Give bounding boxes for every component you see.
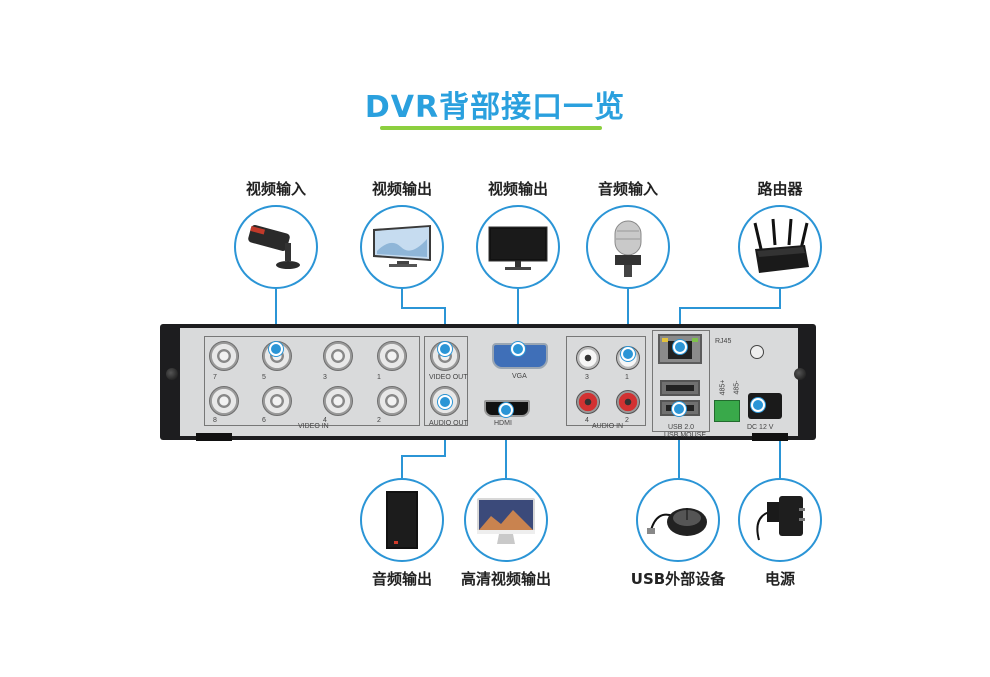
label-audio-out: 音频输出	[371, 570, 433, 588]
dot-video-out	[438, 342, 452, 356]
label-hdmi-out: 高清视频输出	[460, 570, 552, 588]
dot-vga	[511, 342, 525, 356]
usb-text: USB 2.0	[668, 424, 695, 431]
router-icon	[753, 218, 809, 273]
audio-in-text: AUDIO IN	[592, 423, 624, 430]
tv-bubble	[360, 205, 444, 289]
dot-usb	[672, 402, 686, 416]
rca-audio-in-3	[576, 346, 600, 370]
dot-video-in	[269, 342, 283, 356]
video-in-group	[204, 336, 420, 426]
bnc-video-in-6	[262, 386, 292, 416]
mouse-bubble	[636, 478, 720, 562]
label-video-out: 视频输出	[371, 180, 433, 198]
dot-audio-out	[438, 395, 452, 409]
router-bubble	[738, 205, 822, 289]
label-video-in: 视频输入	[245, 180, 307, 198]
screw-right	[794, 368, 806, 380]
monitor-bubble	[476, 205, 560, 289]
bnc-video-in-8	[209, 386, 239, 416]
cctv-camera-icon	[248, 225, 300, 269]
imac-bubble	[464, 478, 548, 562]
dot-dc	[751, 398, 765, 412]
speaker-bubble	[360, 478, 444, 562]
bnc-video-in-2	[377, 386, 407, 416]
audio-ch-4: 4	[585, 417, 589, 424]
ch-label-6: 6	[262, 417, 266, 424]
video-audio-out-group	[424, 336, 468, 426]
audio-ch-2: 2	[625, 417, 629, 424]
ch-label-8: 8	[213, 417, 217, 424]
bnc-video-in-4	[323, 386, 353, 416]
mouse-icon	[647, 508, 707, 536]
dvr-foot-left	[196, 433, 232, 441]
tv-icon	[373, 225, 431, 267]
rj45-text: RJ45	[715, 338, 732, 345]
microphone-icon	[614, 220, 642, 277]
bnc-video-in-7	[209, 341, 239, 371]
hdmi-text: HDMI	[494, 420, 512, 427]
rca-audio-in-4	[576, 390, 600, 414]
rca-audio-in-2	[616, 390, 640, 414]
video-out-text: VIDEO OUT	[429, 374, 468, 381]
title-underline	[380, 126, 602, 130]
audio-in-group	[566, 336, 646, 426]
desktop-computer-icon	[477, 498, 535, 544]
dot-rj45	[673, 340, 687, 354]
rs485-b-text: 485-	[733, 380, 741, 395]
power-adapter-icon	[756, 496, 805, 541]
rs485-a-text: 485+	[719, 379, 727, 396]
ch-label-2: 2	[377, 417, 381, 424]
ch-label-4: 4	[323, 417, 327, 424]
dot-hdmi	[499, 403, 513, 417]
dc-text: DC 12 V	[747, 424, 774, 431]
screw-left	[166, 368, 178, 380]
net-usb-group	[652, 330, 710, 432]
video-in-text: VIDEO IN	[298, 423, 329, 430]
bnc-video-in-1	[377, 341, 407, 371]
label-usb: USB外部设备	[630, 570, 726, 588]
dot-audio-in	[621, 347, 635, 361]
ch-label-3: 3	[323, 374, 327, 381]
rs485-terminal	[714, 400, 740, 422]
dvr-foot-right	[752, 433, 788, 441]
label-power: 电源	[764, 570, 796, 588]
camera-bubble	[234, 205, 318, 289]
ch-label-1: 1	[377, 374, 381, 381]
audio-out-text: AUDIO OUT	[429, 420, 468, 427]
audio-ch-1: 1	[625, 374, 629, 381]
microphone-bubble	[586, 205, 670, 289]
speaker-icon	[386, 491, 418, 549]
ch-label-5: 5	[262, 374, 266, 381]
label-audio-in: 音频输入	[597, 180, 659, 198]
usb-mouse-text: USB MOUSE	[664, 432, 707, 439]
vga-text: VGA	[512, 373, 527, 380]
page-title: DVR背部接口一览	[364, 90, 626, 125]
adapter-bubble	[738, 478, 822, 562]
usb-port-top	[660, 380, 700, 396]
ground-icon	[750, 345, 764, 359]
audio-ch-3: 3	[585, 374, 589, 381]
ch-label-7: 7	[213, 374, 217, 381]
label-vga-out: 视频输出	[487, 180, 549, 198]
label-router: 路由器	[757, 180, 803, 198]
bnc-video-in-3	[323, 341, 353, 371]
monitor-icon	[488, 226, 548, 270]
